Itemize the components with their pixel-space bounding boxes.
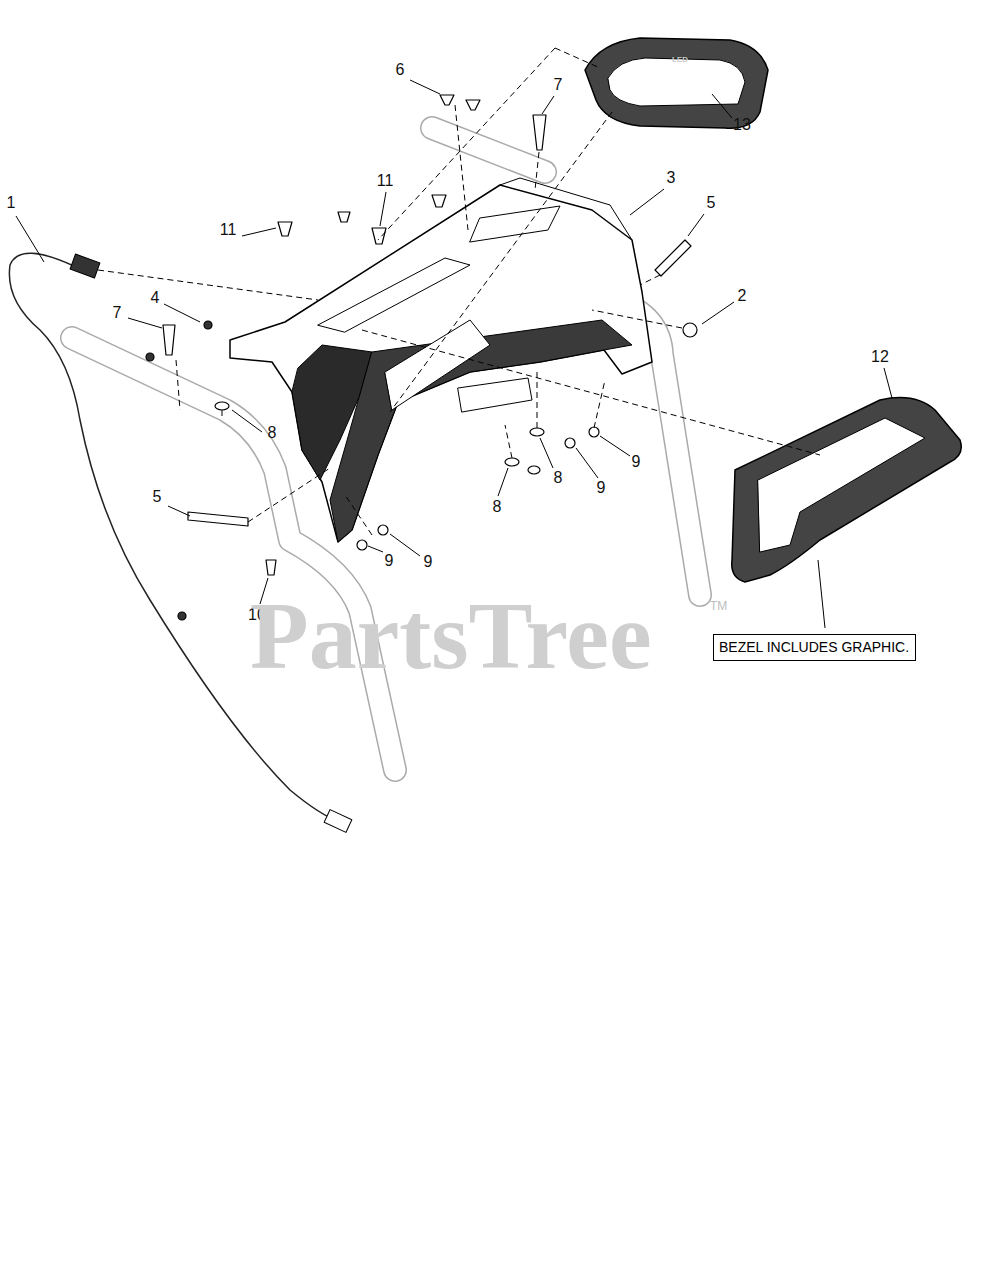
callout-number: 13 [733, 117, 751, 133]
callout-number: 9 [424, 554, 433, 570]
callout-number: 8 [493, 499, 502, 515]
callout-number: 4 [151, 290, 160, 306]
callout-number: 7 [113, 305, 122, 321]
note-box: BEZEL INCLUDES GRAPHIC. [713, 634, 916, 661]
part-marking: LED [672, 56, 688, 64]
callout-number: 11 [377, 173, 394, 189]
callout-number: 5 [153, 489, 162, 505]
callout-number: 9 [597, 480, 606, 496]
callout-number: 9 [385, 553, 394, 569]
note-text: BEZEL INCLUDES GRAPHIC. [719, 639, 910, 656]
callout-number: 12 [871, 349, 889, 365]
callout-number: 11 [220, 222, 237, 238]
callout-number: 9 [632, 454, 641, 470]
callout-number: 1 [7, 195, 16, 211]
trademark-mark: TM [710, 600, 727, 612]
callout-number: 3 [667, 170, 676, 186]
callout-number: 6 [396, 62, 405, 78]
callout-number: 2 [738, 288, 747, 304]
callout-number: 8 [268, 425, 277, 441]
callout-number: 7 [554, 77, 563, 93]
callout-number: 5 [707, 195, 716, 211]
watermark: PartsTree [250, 588, 652, 684]
callout-number: 8 [554, 470, 563, 486]
